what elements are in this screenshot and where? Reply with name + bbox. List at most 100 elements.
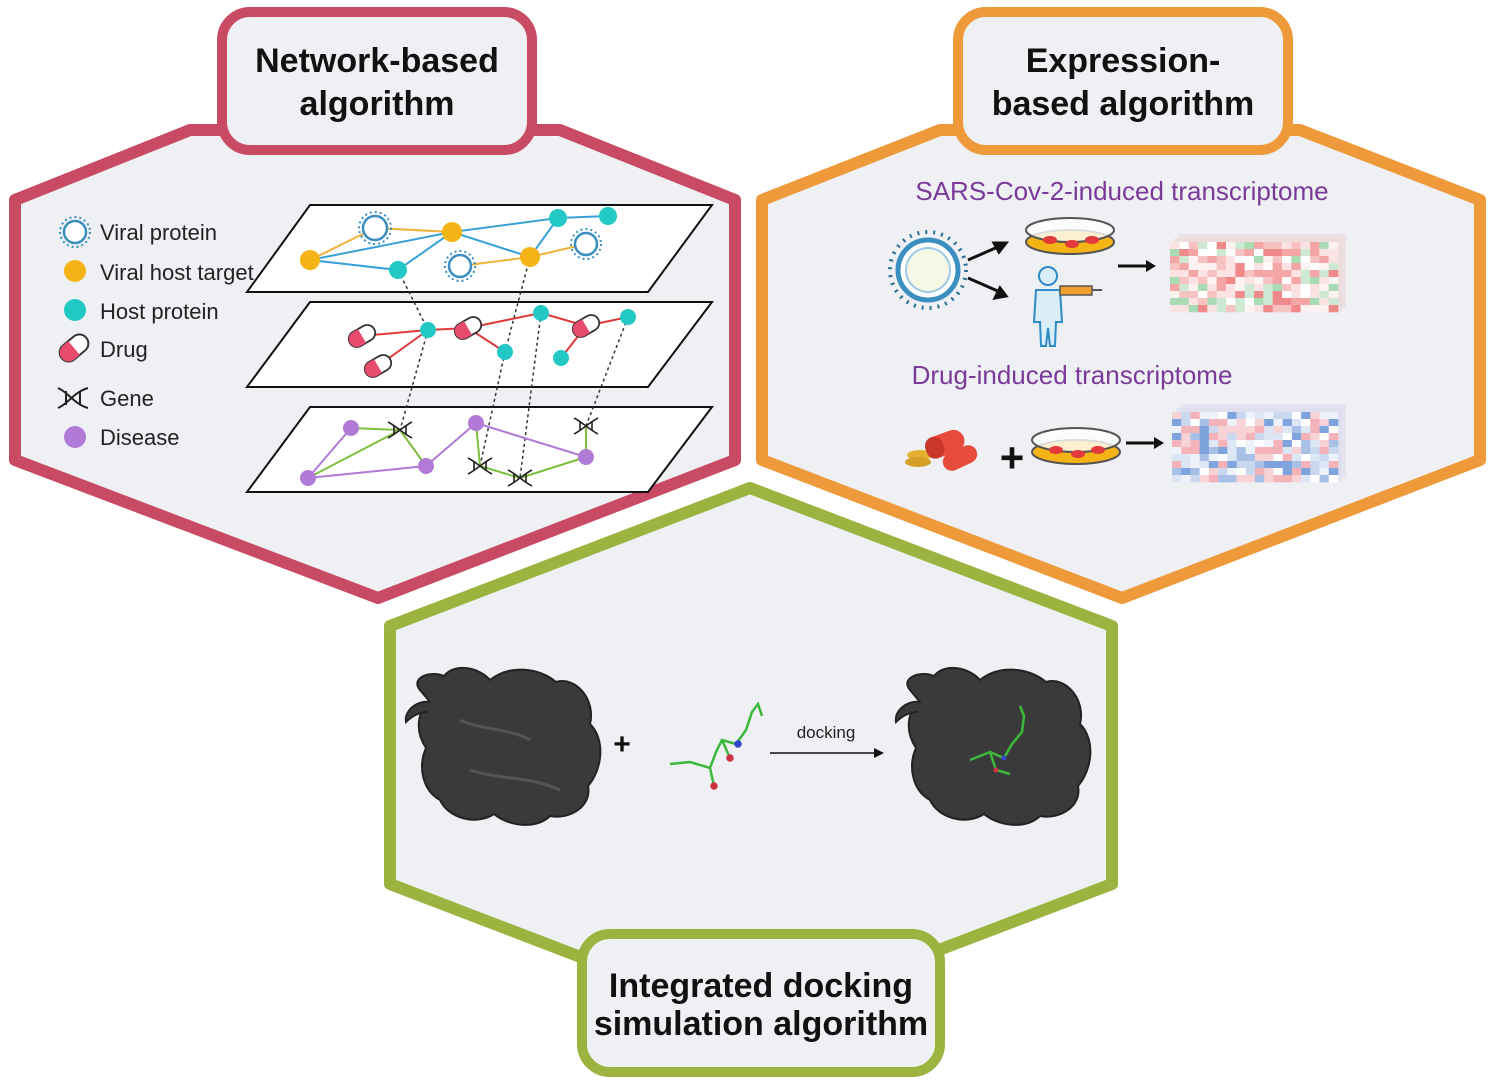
heatmap-cell: [1235, 263, 1245, 271]
heatmap-cell: [1264, 447, 1274, 455]
heatmap-cell: [1282, 447, 1293, 455]
heatmap-cell: [1301, 468, 1311, 476]
heatmap-cell: [1291, 440, 1302, 448]
heatmap-cell: [1328, 284, 1339, 292]
heatmap-cell: [1181, 426, 1191, 434]
heatmap-cell: [1216, 291, 1227, 299]
heatmap-cell: [1310, 305, 1320, 313]
purple-dot-icon: [64, 426, 86, 448]
heatmap-cell: [1190, 412, 1200, 420]
heatmap-cell: [1310, 291, 1320, 299]
heatmap-cell: [1264, 454, 1274, 462]
heatmap-cell: [1300, 305, 1311, 313]
heatmap-cell: [1319, 298, 1329, 306]
heatmap-cell: [1181, 440, 1191, 448]
heatmap-cell: [1254, 305, 1264, 313]
heatmap-cell: [1236, 426, 1247, 434]
docking-panel: Integrated docking simulation algorithm …: [384, 482, 1118, 1077]
heatmap-cell: [1319, 291, 1329, 299]
heatmap-cell: [1310, 284, 1320, 292]
heatmap-cell: [1328, 454, 1339, 462]
heatmap-cell: [1190, 433, 1200, 441]
heatmap-cell: [1236, 433, 1247, 441]
heatmap-cell: [1216, 305, 1227, 313]
heatmap-cell: [1245, 426, 1256, 434]
heatmap-cell: [1328, 461, 1339, 469]
heatmap-cell: [1273, 468, 1283, 476]
heatmap-cell: [1226, 256, 1236, 264]
heatmap-cell: [1254, 249, 1264, 257]
heatmap-cell: [1181, 447, 1191, 455]
heatmap-cell: [1190, 454, 1200, 462]
heatmap-cell: [1263, 305, 1273, 313]
heatmap-cell: [1319, 426, 1330, 434]
heatmap-cell: [1245, 440, 1256, 448]
heatmap-cell: [1273, 447, 1283, 455]
heatmap-cell: [1319, 305, 1329, 313]
heatmap-cell: [1170, 270, 1180, 278]
heatmap-cell: [1188, 277, 1199, 285]
host-protein-node: [599, 207, 617, 225]
heatmap-cell: [1207, 277, 1217, 285]
heatmap-cell: [1244, 284, 1255, 292]
heatmap-cell: [1218, 468, 1228, 476]
heatmap-cell: [1263, 242, 1273, 250]
heatmap-cell: [1300, 256, 1311, 264]
heatmap-cell: [1254, 291, 1264, 299]
heatmap-cell: [1179, 242, 1189, 250]
pill-node: [453, 316, 483, 340]
heatmap-cell: [1319, 270, 1329, 278]
heatmap-cell: [1170, 242, 1180, 250]
heatmap-cell: [1272, 277, 1283, 285]
host-protein-node: [497, 344, 513, 360]
heatmap-cell: [1199, 433, 1210, 441]
heatmap-cell: [1181, 475, 1191, 483]
heatmap-cell: [1188, 249, 1199, 257]
heatmap-cell: [1188, 270, 1199, 278]
heatmap-cell: [1273, 412, 1283, 420]
heatmap-cell: [1310, 454, 1320, 462]
heatmap-cell: [1310, 419, 1320, 427]
disease-node: [343, 420, 359, 436]
heatmap-cell: [1218, 412, 1228, 420]
expression-title-line1: Expression-: [1026, 42, 1221, 80]
pill-node: [363, 354, 393, 378]
heatmap-cell: [1198, 284, 1208, 292]
heatmap-cell: [1273, 475, 1283, 483]
heatmap-cell: [1264, 419, 1274, 427]
heatmap-cell: [1181, 454, 1191, 462]
heatmap-cell: [1255, 412, 1265, 420]
heatmap-cell: [1264, 461, 1274, 469]
viral-host-node: [300, 250, 320, 270]
heatmap-cell: [1208, 447, 1219, 455]
heatmap-cell: [1179, 256, 1189, 264]
heatmap-cell: [1300, 263, 1311, 271]
heatmap-cell: [1227, 419, 1237, 427]
virus-node: [570, 228, 602, 260]
heatmap-cell: [1207, 305, 1217, 313]
heatmap-cell: [1235, 291, 1245, 299]
heatmap-cell: [1291, 454, 1302, 462]
heatmap-cell: [1319, 461, 1330, 469]
virus-node: [358, 211, 392, 245]
heatmap-cell: [1236, 419, 1247, 427]
heatmap-cell: [1172, 433, 1182, 441]
heatmap-cell: [1328, 270, 1339, 278]
heatmap-cell: [1198, 263, 1208, 271]
heatmap-cell: [1199, 426, 1210, 434]
heatmap-cell: [1310, 433, 1320, 441]
heatmap-cell: [1282, 277, 1292, 285]
heatmap-cell: [1244, 249, 1255, 257]
heatmap-cell: [1300, 284, 1311, 292]
heatmap-sars: [1170, 234, 1346, 313]
heatmap-cell: [1301, 419, 1311, 427]
heatmap-cell: [1319, 447, 1330, 455]
heatmap-cell: [1282, 242, 1292, 250]
heatmap-cell: [1273, 461, 1283, 469]
heatmap-cell: [1226, 249, 1236, 257]
heatmap-cell: [1244, 242, 1255, 250]
heatmap-cell: [1300, 270, 1311, 278]
drug-transcriptome-label: Drug-induced transcriptome: [912, 360, 1233, 390]
heatmap-cell: [1236, 461, 1247, 469]
